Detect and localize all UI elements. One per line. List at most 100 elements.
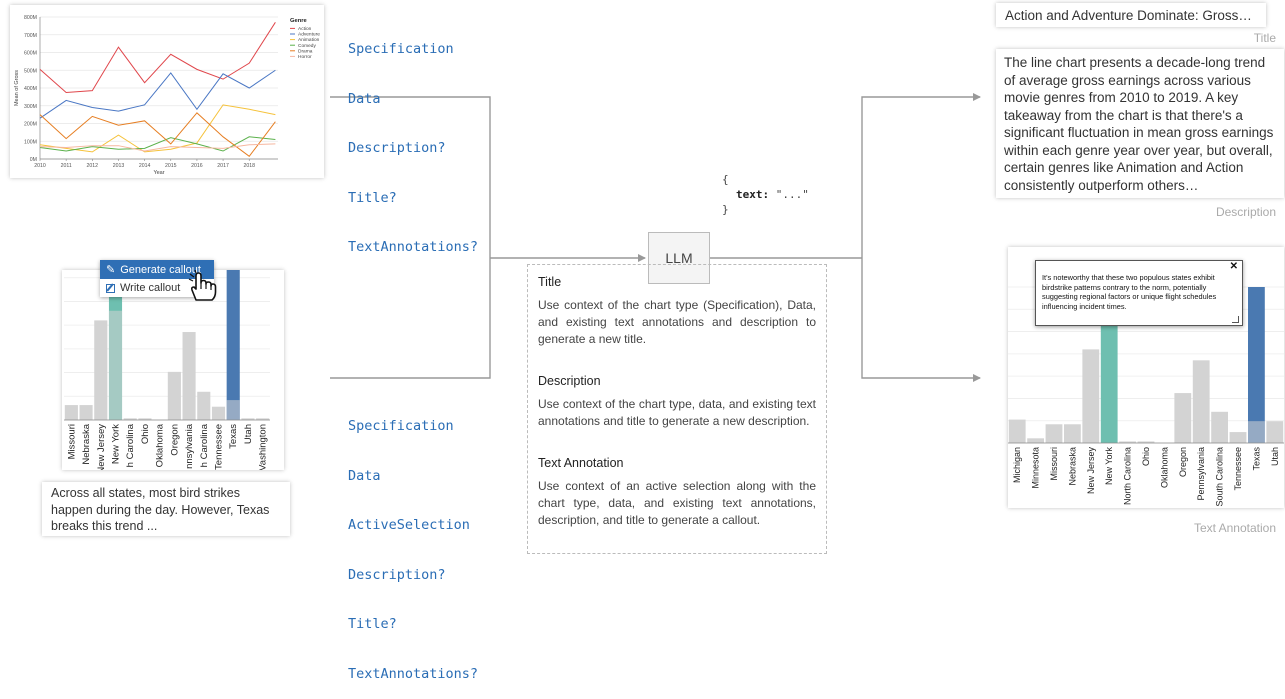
bar bbox=[1266, 421, 1283, 443]
generated-title-card: Action and Adventure Dominate: Gross… bbox=[996, 3, 1266, 27]
bar bbox=[1211, 412, 1228, 443]
bar bbox=[94, 320, 107, 420]
x-tick-label: 2014 bbox=[139, 163, 151, 169]
bar bbox=[1174, 393, 1191, 443]
bar bbox=[1046, 424, 1063, 443]
y-tick-label: 700M bbox=[24, 33, 37, 39]
x-tick-label: 2012 bbox=[87, 163, 99, 169]
category-label: h Carolina bbox=[125, 423, 136, 467]
resize-handle-icon[interactable] bbox=[1232, 316, 1239, 323]
category-label: Utah bbox=[243, 424, 254, 444]
annotation-callout-left: Across all states, most bird strikes hap… bbox=[42, 482, 290, 536]
json-output: {text: "..."} bbox=[722, 172, 809, 217]
bar bbox=[65, 405, 78, 420]
input-field: Title? bbox=[348, 616, 478, 633]
description-caption: Description bbox=[1176, 205, 1276, 219]
category-label: Oregon bbox=[169, 424, 180, 456]
category-label: Vashington bbox=[258, 424, 269, 470]
series-line-animation bbox=[40, 105, 275, 152]
notes-heading-description: Description bbox=[538, 374, 816, 388]
bar-segment bbox=[227, 400, 240, 420]
input-field: Specification bbox=[348, 41, 478, 58]
callout-text: It's noteworthy that these two populous … bbox=[1042, 273, 1216, 311]
input-field: Description? bbox=[348, 140, 478, 157]
generated-description-card: The line chart presents a decade-long tr… bbox=[996, 49, 1284, 198]
y-tick-label: 400M bbox=[24, 86, 37, 92]
notes-heading-title: Title bbox=[538, 275, 816, 289]
category-label: Texas bbox=[228, 424, 239, 449]
input-field: ActiveSelection bbox=[348, 517, 478, 534]
y-tick-label: 100M bbox=[24, 139, 37, 145]
bar-segment bbox=[1248, 421, 1265, 443]
category-label: Oklahoma bbox=[1159, 447, 1169, 488]
category-label: Nebraska bbox=[1067, 447, 1077, 486]
input-field: TextAnnotations? bbox=[348, 666, 478, 683]
category-label: Minnesota bbox=[1031, 447, 1041, 489]
y-tick-label: 200M bbox=[24, 122, 37, 128]
input-field: TextAnnotations? bbox=[348, 239, 478, 256]
category-label: New York bbox=[111, 424, 122, 464]
category-label: h Carolina bbox=[199, 423, 210, 467]
category-label: Tennessee bbox=[214, 424, 225, 470]
notes-heading-annotation: Text Annotation bbox=[538, 456, 816, 470]
legend-entry: Animation bbox=[298, 37, 320, 43]
bar bbox=[1009, 420, 1026, 443]
legend-entry: Comedy bbox=[298, 43, 316, 49]
bar bbox=[1193, 360, 1210, 443]
input-field: Data bbox=[348, 468, 478, 485]
y-tick-label: 500M bbox=[24, 68, 37, 74]
bar bbox=[1082, 349, 1099, 443]
title-caption: Title bbox=[1176, 31, 1276, 45]
x-axis-label: Year bbox=[153, 170, 164, 176]
y-axis-label: Mean of Gross bbox=[14, 70, 20, 106]
notes-text-description: Use context of the chart type, data, and… bbox=[538, 396, 816, 430]
bar bbox=[1027, 438, 1044, 443]
x-tick-label: 2016 bbox=[191, 163, 203, 169]
category-label: Missouri bbox=[66, 424, 77, 459]
category-label: Texas bbox=[1251, 447, 1261, 471]
bar bbox=[212, 407, 225, 420]
notes-text-title: Use context of the chart type (Specifica… bbox=[538, 297, 816, 348]
bottom-input-fields: Specification Data ActiveSelection Descr… bbox=[348, 385, 478, 699]
category-label: Ohio bbox=[1141, 447, 1151, 466]
close-icon[interactable]: ✕ bbox=[1230, 262, 1238, 272]
bar-segment bbox=[109, 311, 122, 420]
input-field: Specification bbox=[348, 418, 478, 435]
category-label: Tennessee bbox=[1233, 447, 1243, 491]
x-tick-label: 2018 bbox=[243, 163, 255, 169]
input-field: Title? bbox=[348, 190, 478, 207]
menu-item-label: Write callout bbox=[120, 282, 180, 294]
top-input-fields: Specification Data Description? Title? T… bbox=[348, 8, 478, 272]
category-label: Oklahoma bbox=[155, 423, 166, 467]
bar bbox=[168, 372, 181, 420]
edit-icon bbox=[106, 284, 115, 293]
magic-wand-icon: ✎ bbox=[106, 263, 115, 276]
input-field: Data bbox=[348, 91, 478, 108]
y-tick-label: 800M bbox=[24, 15, 37, 21]
hand-cursor-icon bbox=[186, 270, 220, 302]
x-tick-label: 2010 bbox=[34, 163, 46, 169]
legend-title: Genre bbox=[290, 18, 308, 24]
json-open-brace: { bbox=[722, 172, 809, 187]
category-label: Missouri bbox=[1049, 447, 1059, 481]
json-key: text: bbox=[736, 188, 769, 201]
category-label: New Jersey bbox=[96, 424, 107, 470]
category-label: North Carolina bbox=[1123, 447, 1133, 505]
bar bbox=[227, 270, 240, 420]
x-tick-label: 2013 bbox=[113, 163, 125, 169]
series-line-adventure bbox=[40, 70, 275, 118]
bar bbox=[1248, 287, 1265, 443]
generation-notes: Title Use context of the chart type (Spe… bbox=[527, 264, 827, 554]
y-tick-label: 300M bbox=[24, 104, 37, 110]
legend-entry: Drama bbox=[298, 48, 313, 54]
json-close-brace: } bbox=[722, 202, 809, 217]
category-label: nnsylvania bbox=[184, 423, 195, 469]
bar bbox=[80, 405, 93, 420]
notes-text-annotation: Use context of an active selection along… bbox=[538, 478, 816, 529]
bar bbox=[197, 392, 210, 420]
category-label: New York bbox=[1104, 447, 1114, 486]
x-tick-label: 2011 bbox=[61, 163, 72, 169]
category-label: South Carolina bbox=[1215, 447, 1225, 507]
